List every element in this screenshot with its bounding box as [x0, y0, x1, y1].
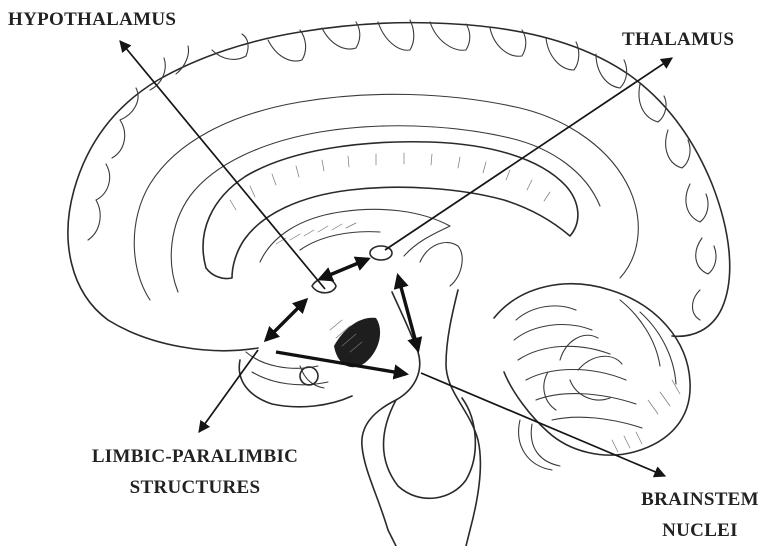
- cingulate-gyrus: [134, 94, 638, 300]
- cerebellum-hatching: [612, 380, 680, 452]
- ventricle-shadow: [334, 318, 380, 367]
- brainstem: [362, 243, 481, 546]
- brainstem-label-line2: NUCLEI: [662, 520, 738, 541]
- temporal-region: [239, 318, 380, 407]
- gyrus-folds: [88, 20, 716, 320]
- midbrain-contour: [420, 243, 462, 286]
- hypothalamus-thalamus-arrow: [320, 259, 368, 279]
- brainstem-label-line1: BRAINSTEM: [641, 489, 759, 510]
- temporal-lobe: [239, 360, 352, 407]
- fornix: [260, 209, 450, 262]
- hypothalamus-structure: [312, 279, 336, 293]
- thalamus-pointer: [385, 58, 672, 250]
- limbic-label-line1: LIMBIC-PARALIMBIC: [92, 446, 298, 467]
- amygdala-nub: [300, 367, 318, 385]
- thalamus-label: THALAMUS: [622, 29, 734, 50]
- hypothalamus-pointer: [120, 41, 325, 289]
- cerebellum: [494, 284, 690, 470]
- cerebrum: [68, 20, 730, 351]
- pointer-lines: [120, 41, 672, 476]
- limbic-hypothalamus-arrow: [266, 300, 306, 340]
- pons: [384, 398, 476, 498]
- tonsil: [519, 420, 560, 470]
- cerebellum-outline: [494, 284, 690, 455]
- limbic-label-line2: STRUCTURES: [130, 477, 261, 498]
- cerebellum-folia: [514, 300, 676, 428]
- hypothalamus-label: HYPOTHALAMUS: [8, 9, 176, 30]
